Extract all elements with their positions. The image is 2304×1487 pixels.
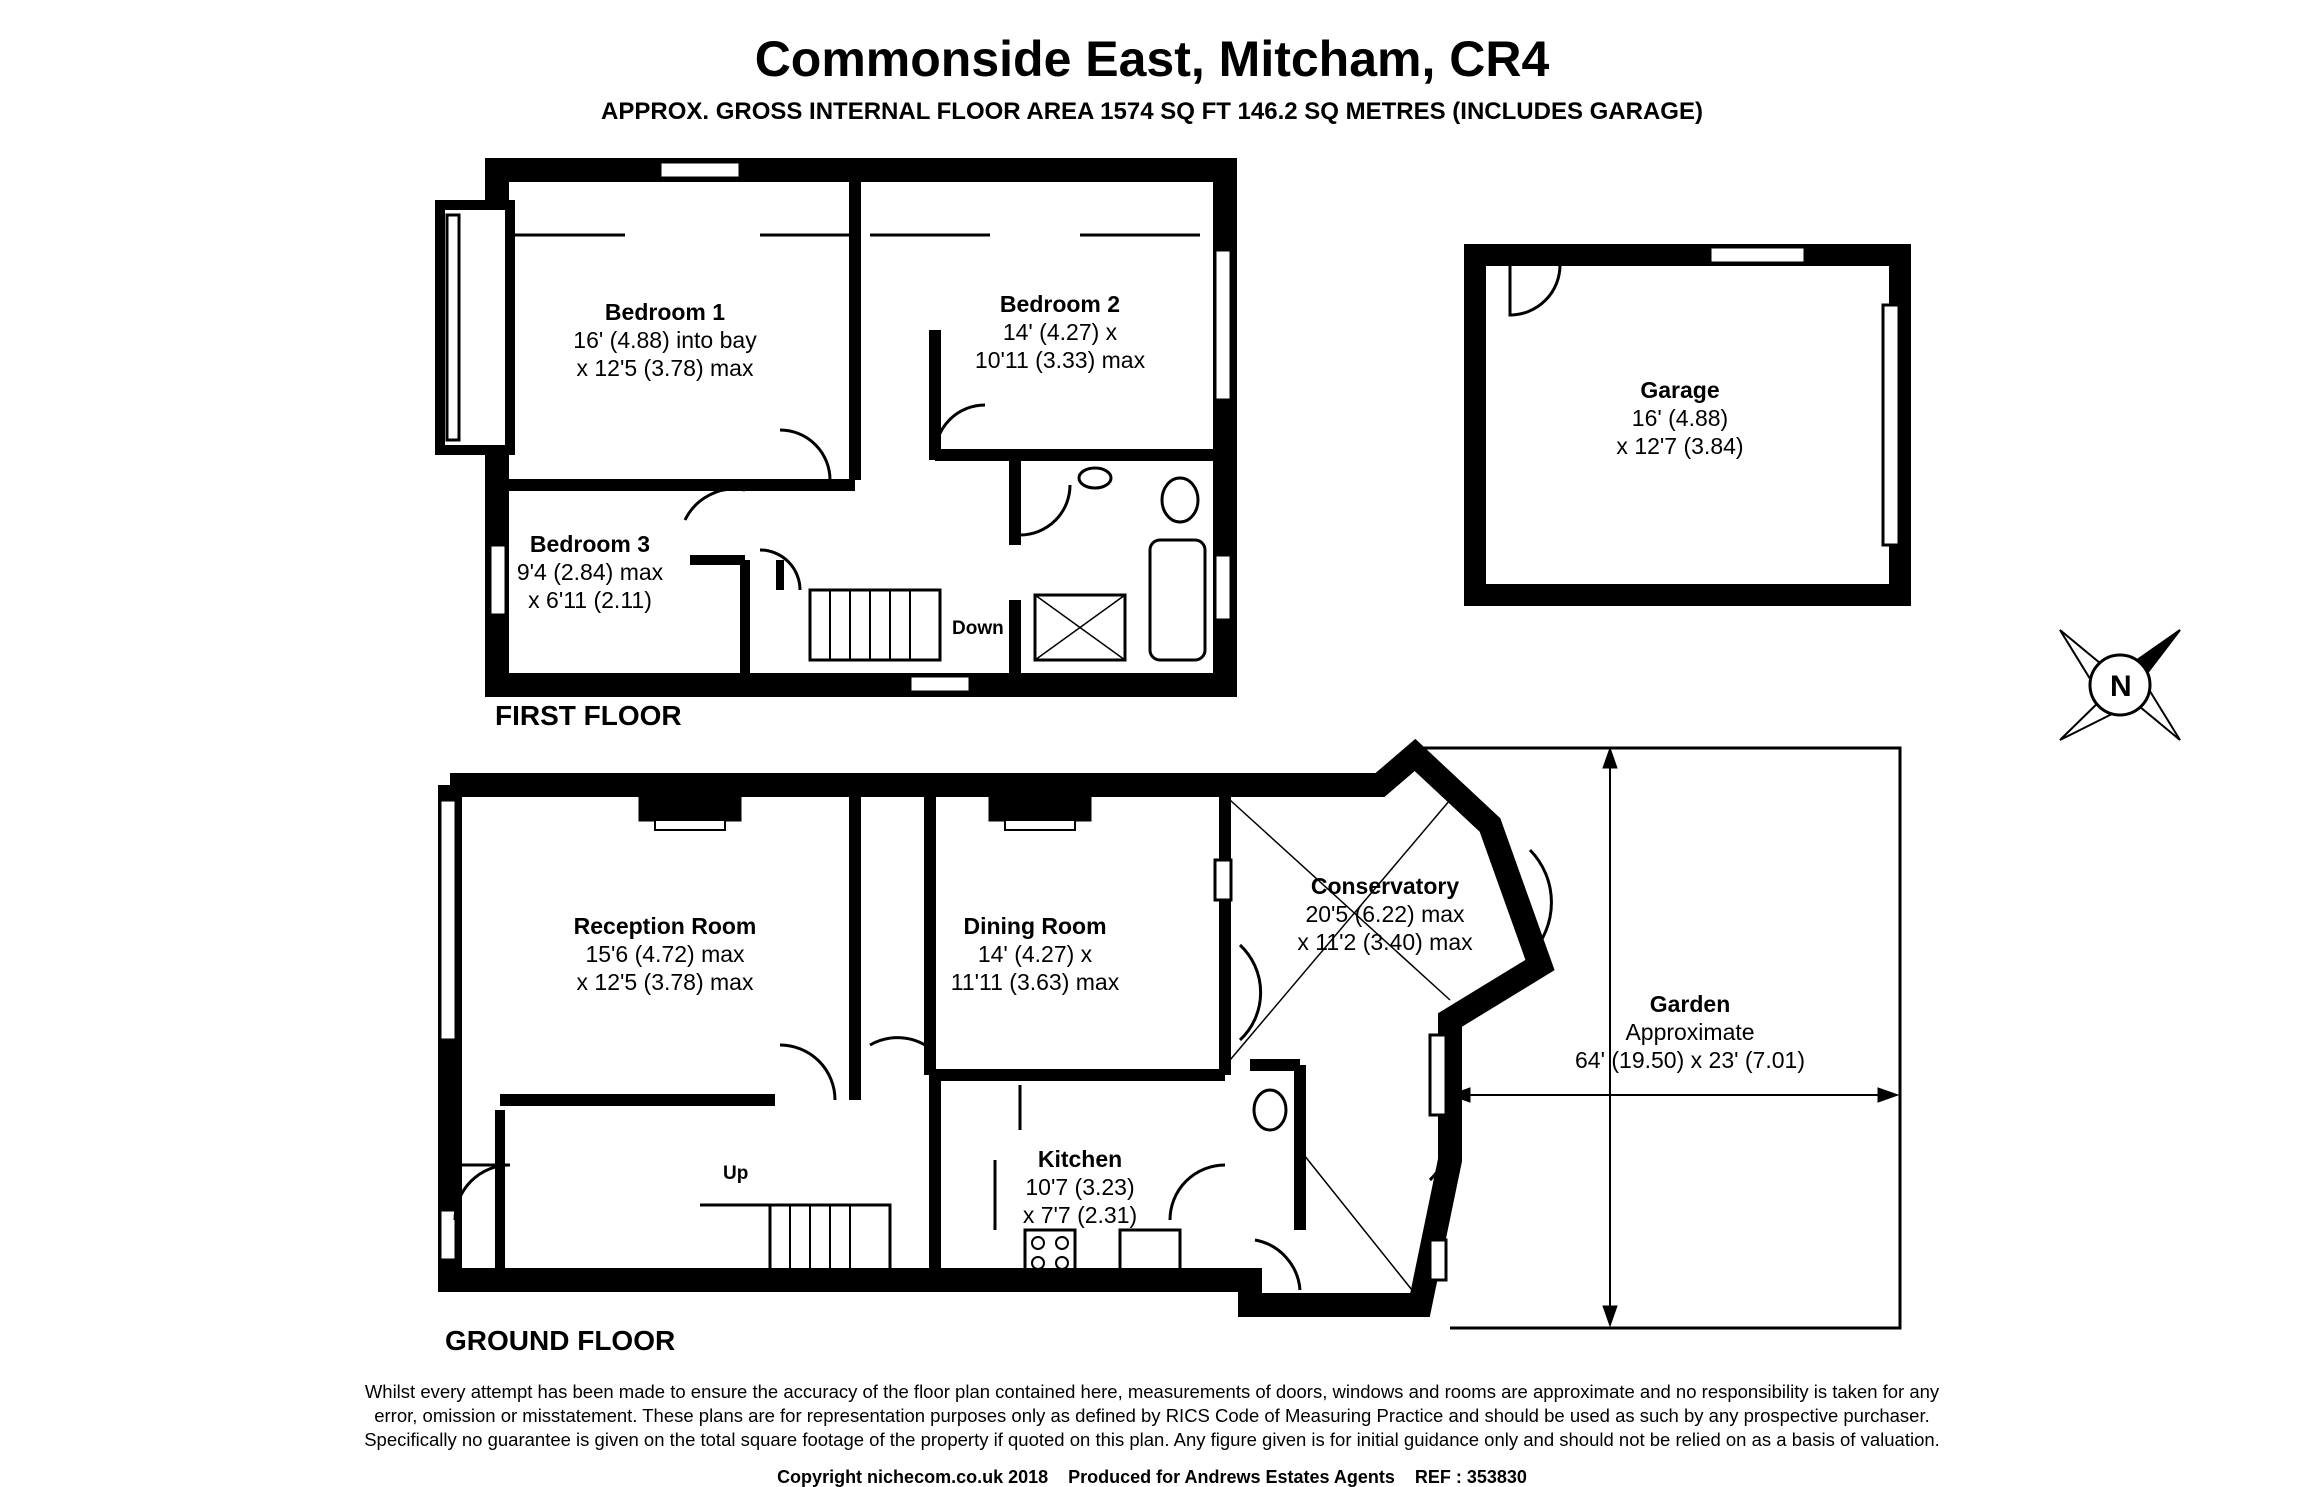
garden-plan — [1420, 746, 1902, 1330]
door-swing — [1238, 943, 1263, 1042]
room-dimension: 15'6 (4.72) max — [585, 941, 745, 967]
room-dimension: 64' (19.50) x 23' (7.01) — [1575, 1047, 1805, 1073]
door-swing — [1019, 484, 1072, 537]
room-name: Reception Room — [573, 913, 757, 939]
basin — [1077, 466, 1113, 490]
ground-floor-label: GROUND FLOOR — [445, 1325, 676, 1356]
disclaimer-line: Specifically no guarantee is given on th… — [364, 1429, 1940, 1450]
room-bedroom-3: Bedroom 3 9'4 (2.84) max x 6'11 (2.11) — [517, 530, 663, 614]
window — [488, 543, 508, 617]
room-dimension: x 7'7 (2.31) — [1022, 1202, 1138, 1228]
door-swing — [779, 1043, 837, 1101]
room-name: Kitchen — [1037, 1146, 1123, 1172]
door-swing — [759, 548, 802, 591]
fireplace — [638, 793, 742, 822]
door-swing — [1254, 1238, 1302, 1291]
fireplace — [988, 793, 1092, 822]
room-dimension: 16' (4.88) into bay — [573, 327, 757, 353]
room-dimension: x 11'2 (3.40) max — [1297, 929, 1473, 955]
floor-area-subtitle: APPROX. GROSS INTERNAL FLOOR AREA 1574 S… — [601, 98, 1703, 125]
room-bedroom-2: Bedroom 2 14' (4.27) x 10'11 (3.33) max — [975, 290, 1145, 374]
door-swing — [1168, 1163, 1226, 1221]
room-reception: Reception Room 15'6 (4.72) max x 12'5 (3… — [574, 912, 757, 996]
window — [438, 798, 458, 1042]
room-dimension: x 12'5 (3.78) max — [576, 969, 754, 995]
room-name: Bedroom 1 — [604, 299, 726, 325]
room-dimension: 11'11 (3.63) max — [950, 969, 1120, 995]
room-dimension: 16' (4.88) — [1631, 405, 1729, 431]
room-dimension: 10'11 (3.33) max — [974, 347, 1146, 373]
toilet — [1160, 476, 1200, 524]
staircase — [808, 588, 942, 662]
room-dimension: 10'7 (3.23) — [1025, 1174, 1135, 1200]
door-swing — [1528, 848, 1553, 957]
window — [1708, 245, 1807, 265]
room-bedroom-1: Bedroom 1 16' (4.88) into bay x 12'5 (3.… — [573, 298, 756, 382]
room-conservatory: Conservatory 20'5 (6.22) max x 11'2 (3.4… — [1297, 872, 1472, 956]
disclaimer: Whilst every attempt has been made to en… — [0, 1380, 2304, 1452]
window — [438, 1208, 458, 1262]
room-dining: Dining Room 14' (4.27) x 11'11 (3.63) ma… — [951, 912, 1119, 996]
shower-tray — [1033, 593, 1127, 662]
room-name: Garage — [1640, 377, 1720, 403]
room-dimension: 20'5 (6.22) max — [1305, 901, 1465, 927]
room-name: Bedroom 2 — [999, 291, 1121, 317]
door-swing — [779, 428, 832, 481]
room-garage: Garage 16' (4.88) x 12'7 (3.84) — [1616, 376, 1743, 460]
ground-floor-plan — [438, 738, 1555, 1317]
door-swing — [869, 1036, 926, 1047]
garden-boundary — [1420, 746, 1902, 1330]
room-dimension: x 6'11 (2.11) — [528, 587, 652, 613]
room-garden: Garden Approximate 64' (19.50) x 23' (7.… — [1575, 990, 1805, 1074]
room-dimension: 9'4 (2.84) max — [516, 559, 664, 585]
copyright-line: Copyright nichecom.co.uk 2018 Produced f… — [777, 1467, 1527, 1487]
room-name: Conservatory — [1310, 873, 1460, 899]
room-name: Bedroom 3 — [529, 531, 651, 557]
sink — [1118, 1228, 1182, 1277]
hob — [1023, 1228, 1077, 1277]
front-door-swing — [453, 1163, 511, 1221]
room-dimension: Approximate — [1625, 1019, 1755, 1045]
ground-floor-outer-wall — [438, 738, 1555, 1317]
door-swing — [683, 487, 746, 521]
room-kitchen: Kitchen 10'7 (3.23) x 7'7 (2.31) — [1023, 1145, 1137, 1229]
compass-icon — [2059, 629, 2181, 741]
compass-north-label: N — [2110, 670, 2132, 703]
stairs-up-label: Up — [723, 1163, 749, 1184]
stairs-down-label: Down — [952, 618, 1004, 639]
window — [658, 160, 742, 180]
door-swing — [933, 403, 986, 456]
window — [1213, 858, 1233, 902]
room-dimension: 14' (4.27) x — [1002, 319, 1118, 345]
plan-title: Commonside East, Mitcham, CR4 — [754, 31, 1550, 87]
room-name: Garden — [1649, 991, 1731, 1017]
first-floor-plan — [435, 158, 1237, 697]
bath — [1148, 538, 1207, 662]
door-swing — [1508, 264, 1562, 317]
window — [1428, 1033, 1448, 1117]
garage-door-opening — [1881, 303, 1901, 547]
window — [1213, 248, 1233, 402]
wc — [1252, 1088, 1288, 1132]
disclaimer-line: Whilst every attempt has been made to en… — [364, 1381, 1940, 1402]
window — [1428, 1238, 1448, 1282]
room-dimension: 14' (4.27) x — [977, 941, 1093, 967]
window — [908, 674, 972, 694]
garage-plan — [1464, 244, 1911, 606]
first-floor-label: FIRST FLOOR — [495, 700, 682, 731]
window — [1213, 553, 1233, 622]
room-dimension: x 12'5 (3.78) max — [576, 355, 754, 381]
room-dimension: x 12'7 (3.84) — [1616, 433, 1744, 459]
disclaimer-line: error, omission or misstatement. These p… — [374, 1405, 1930, 1426]
room-name: Dining Room — [963, 913, 1107, 939]
